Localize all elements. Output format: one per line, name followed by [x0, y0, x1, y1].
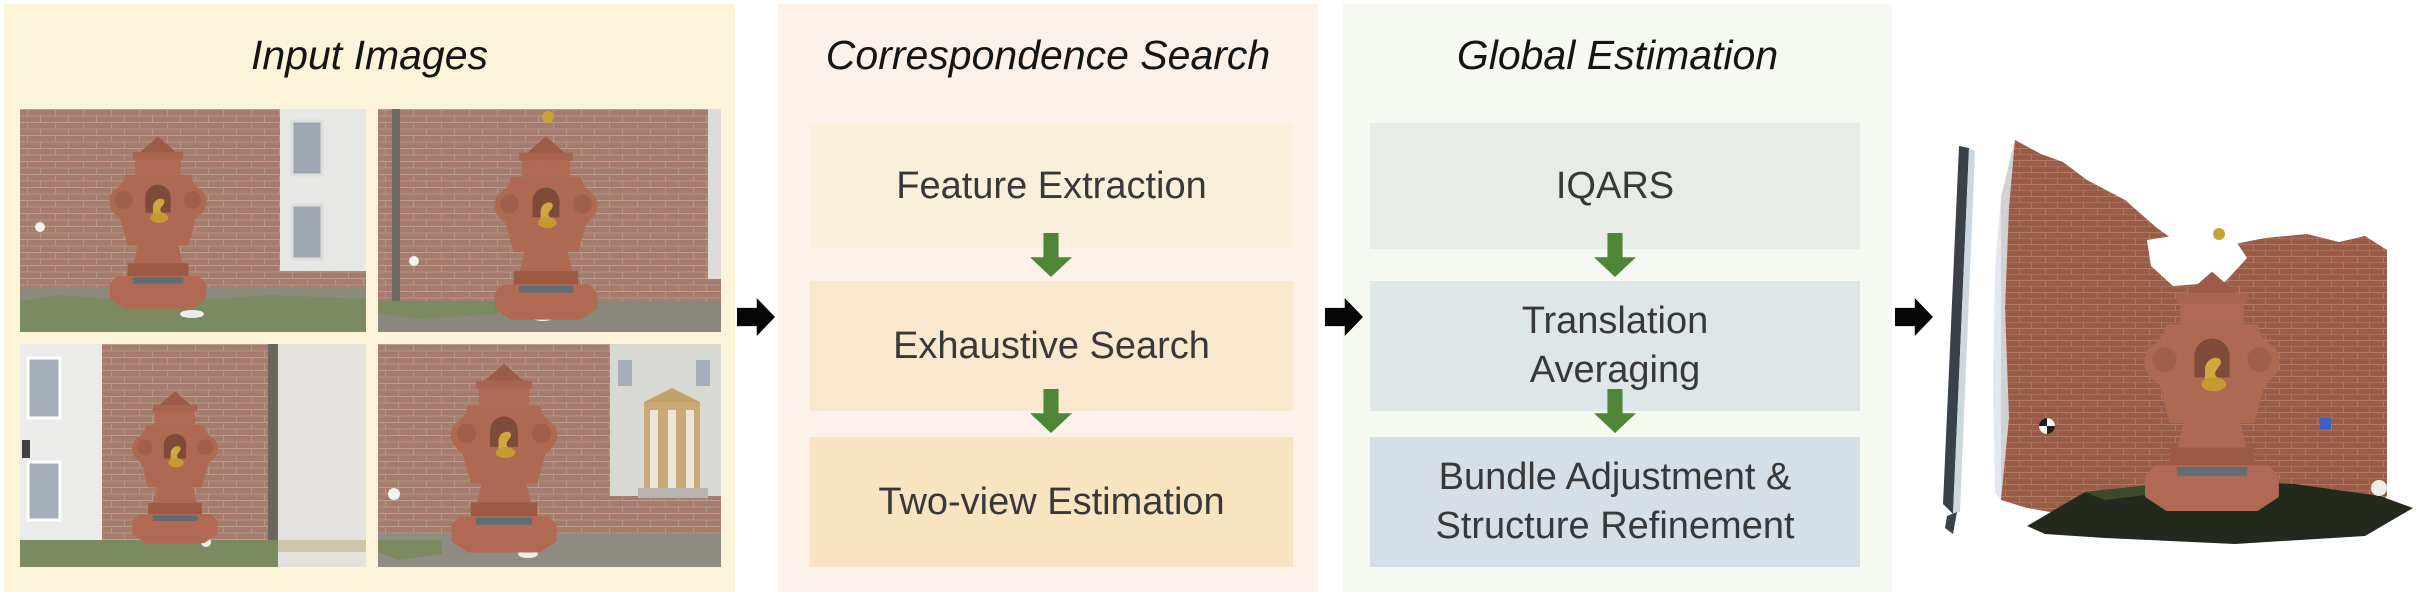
step-label: Bundle Adjustment & [1438, 456, 1792, 498]
panel-title-correspondence-search: Correspondence Search [825, 32, 1271, 78]
reconstruction-image [1943, 140, 2413, 544]
step-label: Feature Extraction [896, 164, 1207, 207]
panel-title-input-images: Input Images [250, 32, 489, 78]
panel-input-images: Input Images [4, 4, 735, 592]
panel-title-global-estimation: Global Estimation [1456, 32, 1779, 78]
step-label: Exhaustive Search [893, 324, 1210, 367]
input-photo-1 [20, 109, 366, 332]
input-photo-4 [378, 344, 721, 567]
step-box-feature-extraction: Feature Extraction [810, 123, 1293, 249]
step-label: IQARS [1555, 164, 1675, 207]
flow-arrow-right-icon [1895, 298, 1933, 336]
panel-global-estimation: Global Estimation IQARS Translation Aver… [1343, 4, 1892, 592]
step-box-iqars: IQARS [1370, 123, 1860, 249]
step-label: Averaging [1529, 349, 1701, 391]
step-box-translation-averaging: Translation Averaging [1370, 281, 1860, 411]
step-label: Two-view Estimation [878, 480, 1225, 523]
step-box-bundle-adjustment: Bundle Adjustment & Structure Refinement [1370, 437, 1860, 567]
step-label: Translation [1521, 300, 1709, 342]
panel-correspondence-search: Correspondence Search Feature Extraction… [778, 4, 1318, 592]
flow-arrow-right-icon [737, 298, 775, 336]
step-box-two-view-estimation: Two-view Estimation [810, 437, 1293, 567]
input-photo-3 [20, 344, 366, 567]
input-photo-2 [378, 109, 721, 332]
step-label: Structure Refinement [1435, 505, 1795, 547]
